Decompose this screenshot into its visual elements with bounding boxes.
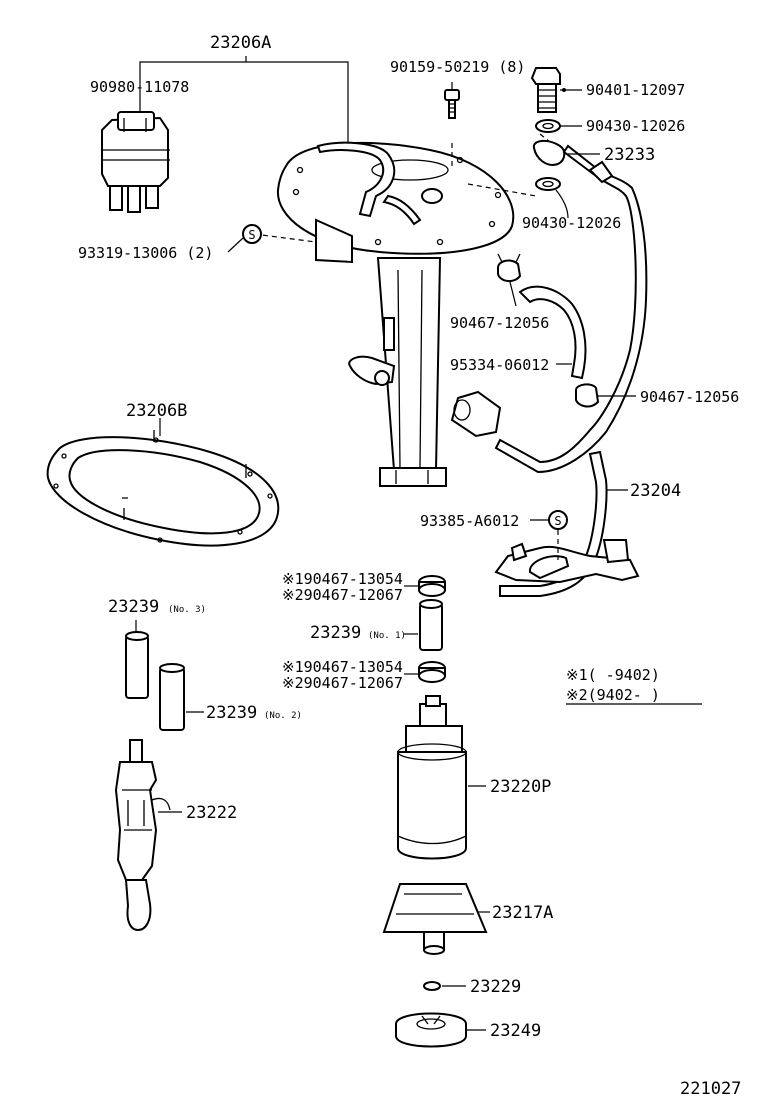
label-23239-no2-sub: (No. 2) — [264, 711, 302, 721]
label-23239-no2: 23239 — [206, 703, 257, 723]
label-23233: 23233 — [604, 145, 655, 165]
clamp-90467-13054-lower[interactable] — [418, 661, 446, 683]
label-90430-12026-upper: 90430-12026 — [586, 117, 685, 135]
label-23249: 23249 — [490, 1021, 541, 1041]
label-23206B: 23206B — [126, 401, 187, 421]
label-93319-13006: 93319-13006 (2) — [78, 244, 213, 262]
label-23239-no3-sub: (No. 3) — [168, 605, 206, 615]
hose-23239-no3[interactable] — [125, 631, 149, 699]
label-90467-12056-lower: 90467-12056 — [640, 388, 739, 406]
label-23217A: 23217A — [492, 903, 553, 923]
union-bolt-90401-12097[interactable] — [530, 67, 561, 113]
ring-23229[interactable] — [423, 981, 441, 991]
label-90980-11078: 90980-11078 — [90, 78, 189, 96]
leader-dash-90430b — [467, 183, 537, 197]
pump-bracket-assembly[interactable] — [276, 141, 515, 487]
hose-23239-no2[interactable] — [159, 663, 185, 731]
bracket-23206A — [139, 56, 349, 145]
label-95334-06012: 95334-06012 — [450, 356, 549, 374]
label-23204: 23204 — [630, 481, 681, 501]
clip-90467-12056-lower[interactable] — [575, 383, 600, 408]
label-23239-no1: 23239 — [310, 623, 361, 643]
label-90467-12056-upper: 90467-12056 — [450, 314, 549, 332]
leader-90430b — [555, 189, 569, 219]
label-90159-50219: 90159-50219 (8) — [390, 58, 525, 76]
cushion-23249[interactable] — [395, 1012, 467, 1048]
screw-90159-50219[interactable] — [444, 89, 460, 119]
label-23229: 23229 — [470, 977, 521, 997]
s-symbol-93385: S — [548, 510, 568, 530]
label-23220P: 23220P — [490, 777, 551, 797]
clamp-90467-13054-upper[interactable] — [418, 575, 446, 597]
return-tube-23204[interactable] — [494, 450, 640, 597]
label-clamp-upper-2: ※290467-12067 — [282, 586, 403, 604]
leader-dash-93319 — [253, 233, 317, 243]
label-90401-12097: 90401-12097 — [586, 81, 685, 99]
hose-95334-06012[interactable] — [518, 285, 587, 380]
label-23222: 23222 — [186, 803, 237, 823]
fuel-pump-23220P[interactable] — [397, 695, 467, 860]
gasket-90430-12026-lower[interactable] — [535, 177, 561, 191]
label-93385-A6012: 93385-A6012 — [420, 512, 519, 530]
label-clamp-lower-1: ※190467-13054 — [282, 658, 403, 676]
label-clamp-lower-2: ※290467-12067 — [282, 674, 403, 692]
label-23239-no1-sub: (No. 1) — [368, 631, 406, 641]
clip-90467-12056-upper[interactable] — [497, 253, 522, 282]
leader-90467a — [509, 281, 517, 307]
s-symbol-text: S — [248, 228, 255, 242]
legend-line-2: ※2(9402- ) — [566, 686, 660, 704]
label-23206A: 23206A — [210, 33, 271, 53]
label-90430-12026-lower: 90430-12026 — [522, 214, 621, 232]
gasket-23206B[interactable] — [46, 430, 280, 547]
hose-23239-no1[interactable] — [419, 599, 443, 651]
filter-23217A[interactable] — [382, 883, 488, 955]
s-symbol-text-2: S — [554, 514, 561, 528]
label-23239-no3: 23239 — [108, 597, 159, 617]
label-clamp-upper-1: ※190467-13054 — [282, 570, 403, 588]
leader-93319 — [227, 237, 244, 253]
filter-23222[interactable] — [114, 739, 171, 932]
gasket-90430-12026-upper[interactable] — [535, 119, 561, 133]
connector-90980-11078[interactable] — [101, 111, 170, 213]
s-symbol-93319: S — [242, 224, 262, 244]
fuel-tube-23233[interactable] — [450, 140, 648, 474]
figure-number: 221027 — [680, 1079, 741, 1099]
legend-line-1: ※1( -9402) — [566, 666, 660, 684]
